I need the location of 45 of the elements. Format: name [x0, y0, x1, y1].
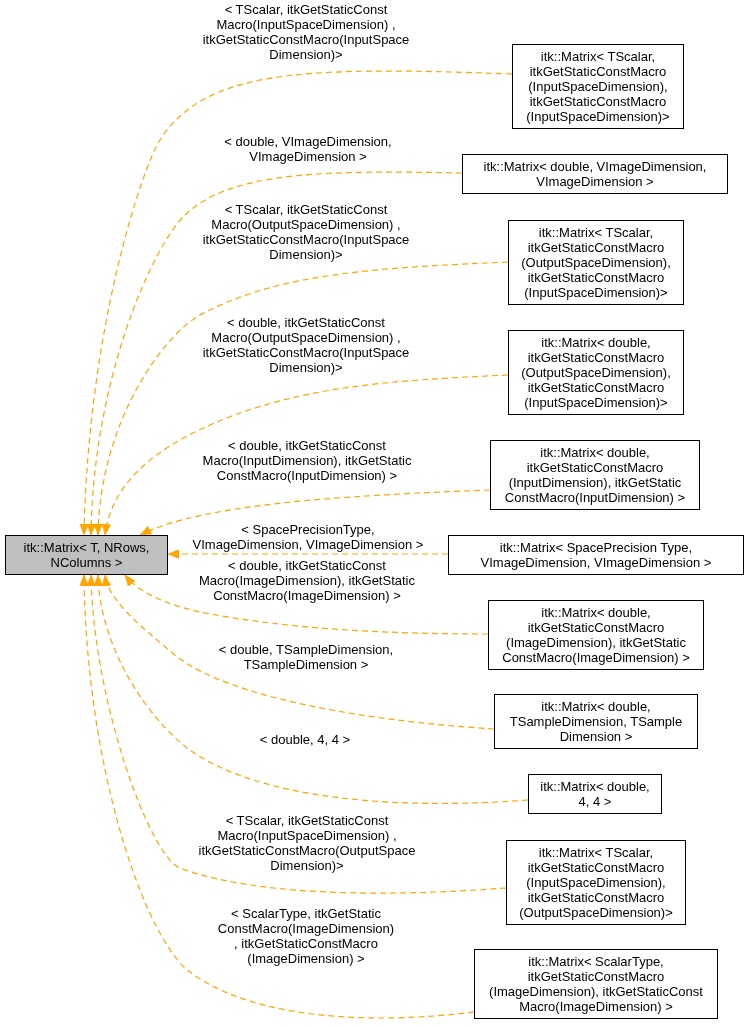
inheritance-arrow	[102, 574, 495, 730]
inheritance-arrow	[79, 574, 475, 1019]
edge-label: < double, TSampleDimension, TSampleDimension >	[217, 642, 395, 672]
class-name: itk::Matrix< TScalar, itkGetStaticConstMacro (OutputSpaceDimension), itkGetStaticConstMacro (InputSpaceDimension)>	[520, 225, 672, 300]
class-box	[490, 440, 700, 510]
inheritance-arrow	[94, 574, 529, 805]
class-box	[512, 44, 684, 129]
class-box	[528, 774, 662, 814]
edge-label: < TScalar, itkGetStaticConst Macro(InputSpaceDimension) , itkGetStaticConstMacro(InputSpace Dimension)>	[201, 2, 411, 62]
edge-label: < SpacePrecisionType, VImageDimension, VImageDimension >	[191, 522, 425, 552]
class-box	[494, 694, 698, 749]
class-name: itk::Matrix< TScalar, itkGetStaticConstMacro (InputSpaceDimension), itkGetStaticConstMacro (InputSpaceDimension)>	[525, 49, 671, 124]
inheritance-arrow	[102, 374, 509, 536]
class-name: itk::Matrix< ScalarType, itkGetStaticConstMacro (ImageDimension), itkGetStaticConst Macro(ImageDimension) >	[488, 954, 704, 1014]
inheritance-arrow	[79, 70, 513, 536]
inheritance-arrow	[124, 574, 489, 635]
class-box	[506, 840, 686, 925]
class-name: itk::Matrix< double, TSampleDimension, TSample Dimension >	[508, 699, 684, 744]
edge-label: < TScalar, itkGetStaticConst Macro(InputSpaceDimension) , itkGetStaticConstMacro(OutputSpace Dimension)>	[197, 813, 417, 873]
class-name: itk::Matrix< T, NRows, NColumns >	[22, 540, 151, 570]
edge-label: < TScalar, itkGetStaticConst Macro(OutputSpaceDimension) , itkGetStaticConstMacro(InputSpace Dimension)>	[201, 202, 411, 262]
edge-label: < ScalarType, itkGetStatic ConstMacro(ImageDimension) , itkGetStaticConstMacro (ImageDimension) >	[216, 906, 396, 966]
inheritance-arrow	[86, 171, 463, 536]
class-name: itk::Matrix< double, VImageDimension, VImageDimension >	[482, 159, 708, 189]
class-name: itk::Matrix< double, 4, 4 >	[539, 779, 651, 809]
edge-label: < double, itkGetStaticConst Macro(OutputSpaceDimension) , itkGetStaticConstMacro(InputSpace Dimension)>	[201, 315, 411, 375]
class-box	[508, 330, 684, 415]
edge-label: < double, 4, 4 >	[258, 732, 352, 747]
edge-label: < double, VImageDimension, VImageDimension >	[223, 134, 393, 164]
class-box	[462, 154, 728, 194]
inheritance-arrow	[94, 261, 509, 536]
class-box	[448, 535, 744, 575]
class-name: itk::Matrix< double, itkGetStaticConstMacro (ImageDimension), itkGetStatic ConstMacro(ImageDimension) >	[501, 605, 691, 665]
edge-label: < double, itkGetStaticConst Macro(InputDimension), itkGetStatic ConstMacro(InputDimension) >	[201, 438, 413, 483]
edge-label: < double, itkGetStaticConst Macro(ImageDimension), itkGetStatic ConstMacro(ImageDimension) >	[198, 558, 416, 603]
class-name: itk::Matrix< double, itkGetStaticConstMacro (OutputSpaceDimension), itkGetStaticConstMacro (InputSpaceDimension)>	[520, 335, 672, 410]
class-name: itk::Matrix< SpacePrecision Type, VImageDimension, VImageDimension >	[479, 540, 713, 570]
base-class-box	[5, 535, 168, 575]
inheritance-arrow	[86, 574, 507, 894]
class-box	[474, 949, 718, 1019]
class-box	[508, 220, 684, 305]
class-name: itk::Matrix< TScalar, itkGetStaticConstMacro (InputSpaceDimension), itkGetStaticConstMacro (OutputSpaceDimension)>	[518, 845, 674, 920]
class-box	[488, 600, 704, 670]
inheritance-arrow	[139, 489, 491, 536]
class-name: itk::Matrix< double, itkGetStaticConstMacro (InputDimension), itkGetStatic ConstMacro(InputDimension) >	[503, 445, 687, 505]
